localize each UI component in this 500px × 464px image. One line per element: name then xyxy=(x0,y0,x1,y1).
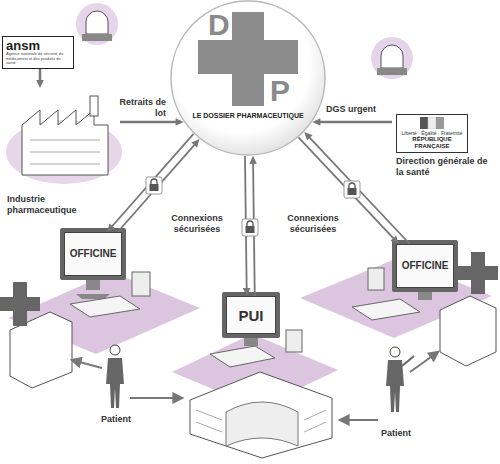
patient-figure xyxy=(106,358,124,408)
note-label: Patient xyxy=(94,414,138,425)
monitor-frame xyxy=(60,228,126,280)
patient-head xyxy=(390,347,400,357)
monitor-stand xyxy=(418,292,432,300)
site-label: Industrie pharmaceutique xyxy=(7,194,97,216)
logo-subtitle: Agence nationale de sécurité du médicame… xyxy=(6,52,70,66)
flag-band xyxy=(436,117,444,129)
dp-letter: P xyxy=(270,76,290,106)
monitor-stand xyxy=(86,280,100,290)
marianne-emblem xyxy=(420,117,444,129)
republic-name: RÉPUBLIQUE FRANÇAISE xyxy=(400,136,464,150)
arrow-head xyxy=(243,288,251,296)
keyboard xyxy=(210,346,275,367)
connector xyxy=(120,118,184,126)
lock-badge xyxy=(344,181,360,198)
beacon-base xyxy=(82,34,112,41)
officine-screen: OFFICINE xyxy=(396,244,454,288)
lock-shackle xyxy=(151,179,157,184)
patient-arrow xyxy=(410,352,438,372)
beacon-dome xyxy=(381,45,403,68)
connector-line xyxy=(317,121,392,124)
screen-label: OFFICINE xyxy=(70,248,117,260)
patient-head xyxy=(110,345,120,355)
lock-badge xyxy=(242,219,258,236)
edge-label: Retraits de lot xyxy=(112,97,166,119)
dp-letter: D xyxy=(208,10,230,40)
dp-circle-outline xyxy=(170,0,326,156)
keyboard xyxy=(70,296,140,317)
card-terminal xyxy=(368,268,384,290)
keyboard xyxy=(352,299,420,320)
pharmacy-cross xyxy=(0,297,40,311)
lock-badge xyxy=(146,177,162,194)
note-label: Connexions sécurisées xyxy=(282,213,344,235)
monitor-stand xyxy=(244,338,258,346)
patient-arm xyxy=(402,356,414,366)
connector xyxy=(312,118,392,126)
pui-screen: PUI xyxy=(226,296,276,334)
dgs-logo: Liberté · Égalité · FraternitéRÉPUBLIQUE… xyxy=(392,112,496,204)
hospital-windows xyxy=(196,410,326,432)
arrow-head xyxy=(391,236,399,244)
officine-screen: OFFICINE xyxy=(64,232,122,276)
dp-caption: LE DOSSIER PHARMACEUTIQUE xyxy=(170,111,326,120)
note-label: Connexions sécurisées xyxy=(166,213,228,235)
flag-band xyxy=(428,117,436,129)
lock-icon xyxy=(146,177,162,194)
connector xyxy=(36,69,44,88)
monitor-frame xyxy=(222,292,280,338)
arrow-head xyxy=(107,223,115,232)
beacon-base xyxy=(377,68,407,75)
lock-body xyxy=(348,188,357,195)
card-terminal xyxy=(286,330,302,352)
edge-label: DGS urgent xyxy=(326,104,388,115)
org-label: Direction générale de la santé xyxy=(396,156,494,178)
dp-cross xyxy=(198,40,298,74)
pharmacy-cross xyxy=(458,266,498,280)
lock-icon xyxy=(242,219,258,236)
note-label: Patient xyxy=(374,428,418,439)
patient-arrow xyxy=(130,397,182,399)
connector-line xyxy=(120,121,179,124)
hospital-facade xyxy=(226,402,298,446)
industry-site: Industrie pharmaceutique xyxy=(5,88,120,218)
monitor-frame xyxy=(392,240,458,292)
lock-shackle xyxy=(247,221,253,226)
dp-circle: D P LE DOSSIER PHARMACEUTIQUE xyxy=(170,0,326,156)
ansm-logo: ansmAgence nationale de sécurité du médi… xyxy=(2,36,74,69)
factory-chimney xyxy=(90,96,98,116)
logo-name: ansm xyxy=(6,39,70,52)
beacon-dome xyxy=(86,11,108,34)
arrow-head xyxy=(304,132,312,140)
beacon-halo xyxy=(371,37,413,79)
beacon-halo xyxy=(76,3,118,45)
flag-band xyxy=(420,117,428,129)
lock-body xyxy=(246,226,255,233)
lock-icon xyxy=(344,181,360,198)
dp-circle-shape xyxy=(171,1,325,155)
screen-label: PUI xyxy=(238,307,263,324)
arrow-head xyxy=(191,139,199,148)
arrow-head xyxy=(249,156,257,164)
arrow-head xyxy=(36,80,44,88)
patient-figure xyxy=(386,360,404,412)
card-terminal xyxy=(132,272,150,296)
pharmacy-building xyxy=(440,296,496,366)
hospital-building xyxy=(190,372,332,458)
lock-shackle xyxy=(349,183,355,188)
screen-label: OFFICINE xyxy=(402,260,449,272)
logo-frame: Liberté · Égalité · FraternitéRÉPUBLIQUE… xyxy=(396,114,468,153)
factory-building xyxy=(22,110,108,175)
factory-windows xyxy=(30,140,100,164)
lock-body xyxy=(150,184,159,191)
motto: Liberté · Égalité · Fraternité xyxy=(400,130,464,136)
patient-arrow xyxy=(72,360,102,368)
patient-arrow xyxy=(340,419,378,421)
